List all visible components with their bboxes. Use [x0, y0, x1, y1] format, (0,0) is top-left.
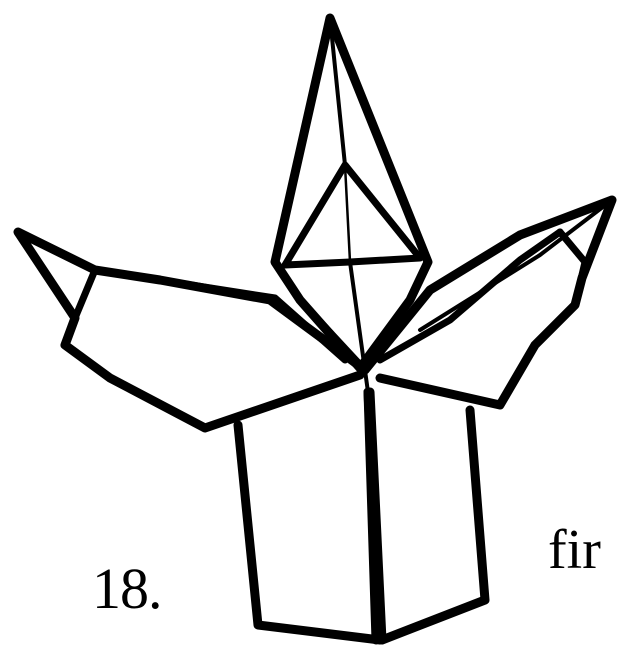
box-right-face	[370, 392, 485, 640]
left-wing-inner-edge	[75, 270, 95, 318]
box-left-face	[238, 392, 380, 640]
caption-fragment-text: fir	[548, 522, 618, 578]
box-base	[238, 392, 485, 640]
step-number-label: 18.	[92, 560, 162, 618]
